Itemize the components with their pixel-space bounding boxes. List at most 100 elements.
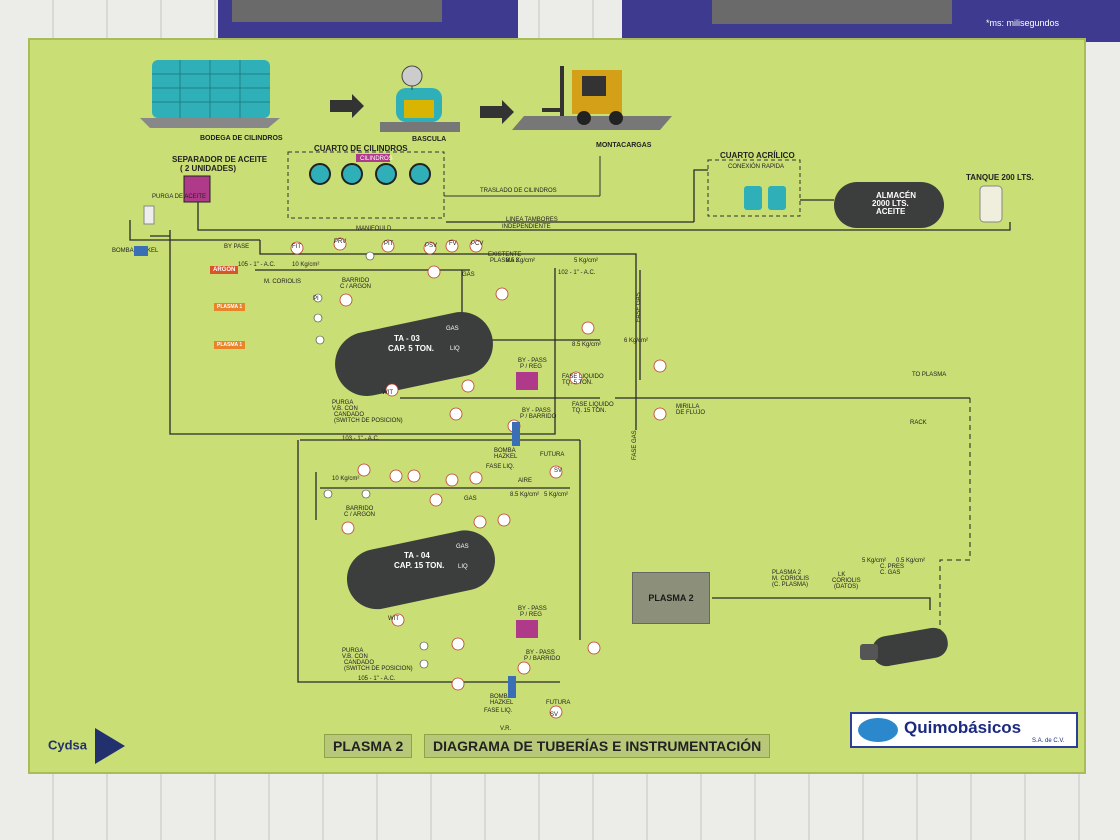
bomba-hazkel3-icon — [512, 422, 520, 446]
coriolis-label: M. CORIOLIS — [264, 279, 301, 285]
bodega-label: BODEGA DE CILINDROS — [200, 135, 283, 142]
bypass-label: BY - PASS — [518, 358, 547, 364]
pit-label: PIT — [384, 241, 394, 247]
purga-tank-icon — [143, 205, 155, 225]
traslado-label: TRASLADO DE CILINDROS — [480, 188, 557, 194]
rack-label: RACK — [910, 420, 927, 426]
coriolis2-label: CORIOLIS — [832, 578, 861, 584]
bypass2-label: BY - PASS — [522, 408, 551, 414]
bomba-label: BOMBA — [494, 448, 516, 454]
instrument-balloons — [290, 237, 667, 719]
purga2-label: PURGA — [342, 648, 363, 654]
vb-con2-label: V.B. CON — [342, 654, 368, 660]
tq5-label: TQ. 5 TON. — [562, 380, 593, 386]
to-plasma-label: TO PLASMA — [912, 372, 946, 378]
fase-liquido-label: FASE LIQUIDO — [562, 374, 604, 380]
plasma2-coriolis-label: PLASMA 2 — [772, 570, 802, 576]
cylinder-row — [309, 163, 431, 185]
kg6-label: 6 Kg/cm² — [624, 338, 648, 344]
cilindros-label: CILINDROS — [360, 156, 393, 162]
existente-plasma2-label: PLASMA 2 — [490, 258, 520, 264]
bomba2-label: BOMBA — [490, 694, 512, 700]
ac102-label: 102 - 1" - A.C. — [558, 270, 596, 276]
quimobasicos-logo: Quimobásicos S.A. de C.V. — [850, 712, 1078, 748]
montacargas-label: MONTACARGAS — [596, 142, 652, 149]
conexion-rapida-label: CONEXIÓN RAPIDA — [728, 163, 784, 170]
arrow-right-icon — [480, 100, 514, 124]
cydsa-triangle-icon — [94, 728, 125, 764]
mirilla-label: MIRILLA — [676, 404, 699, 410]
p-barrido-label: P / BARRIDO — [520, 414, 557, 420]
scale-icon — [380, 65, 460, 132]
kg10-label: 10 Kg/cm² — [292, 262, 319, 268]
wit2-label: WIT — [388, 616, 399, 622]
hazkel-label: HAZKEL — [494, 454, 518, 460]
existente-label: EXISTENTE — [488, 252, 521, 258]
prv-label: PRV — [334, 239, 346, 245]
barrido-label: BARRIDO — [342, 278, 370, 284]
aire-label: AIRE — [518, 478, 532, 484]
separador-units-label: ( 2 UNIDADES) — [180, 164, 236, 173]
pi-gauges — [313, 251, 429, 669]
plasma2-c-plasma-label: (C. PLASMA) — [772, 582, 808, 588]
almacen-label: ALMACÉN — [876, 191, 916, 200]
cydsa-logo: Cydsa — [48, 728, 125, 764]
quimobasicos-globe-icon — [858, 718, 898, 742]
cuarto-cilindros-label: CUARTO DE CILINDROS — [314, 144, 408, 153]
bomba-hazkel2-icon — [508, 676, 516, 698]
ta03-gas-label: GAS — [446, 326, 459, 332]
c-argon2-label: C / ARGON — [344, 512, 375, 518]
pi-label: PI — [313, 296, 319, 302]
cuarto-cilindros-box — [287, 151, 445, 219]
fit-label: FIT — [292, 244, 301, 250]
lk-label: LK — [838, 572, 845, 578]
cuarto-acrilico-label: CUARTO ACRÍLICO — [720, 151, 795, 160]
ta04-capacity: CAP. 15 TON. — [394, 561, 444, 570]
cilindros-tag — [356, 154, 390, 162]
quimobasicos-text: Quimobásicos — [904, 718, 1022, 737]
quimobasicos-sub: S.A. de C.V. — [1032, 738, 1065, 744]
p-reg-label: P / REG — [520, 364, 542, 370]
ac105b-label: 105 - 1" - A.C. — [358, 676, 396, 682]
candado2-label: CANDADO — [344, 660, 374, 666]
arrow-right-icon — [330, 94, 364, 118]
cuarto-acrilico-box — [707, 159, 801, 217]
tq15-label: TQ. 15 TON. — [572, 408, 606, 414]
fase-gas-label: FASE GAS — [636, 292, 642, 322]
kg5-plasma-label: 5 Kg/cm² — [862, 558, 886, 564]
futura-label: FUTURA — [540, 452, 564, 458]
candado-label: CANDADO — [334, 412, 364, 418]
linea-tambores-label: LINEA TAMBORES — [506, 217, 558, 223]
fase-gas2-label: FASE GAS — [632, 430, 638, 460]
pcv-label: PCV — [471, 241, 483, 247]
vb-con-label: V.B. CON — [332, 406, 358, 412]
kg05-label: 0.5 Kg/cm² — [896, 558, 925, 564]
ac103-label: 103 - 1" - A.C. — [342, 436, 380, 442]
ac105-label: 105 - 1" - A.C. — [238, 262, 276, 268]
manifould-label: MANIFOULD — [356, 226, 392, 232]
ta03-liq-label: LIQ — [450, 346, 460, 352]
switch2-label: (SWITCH DE POSICION) — [344, 666, 413, 672]
cylinder-stack-icon — [140, 60, 280, 128]
plasma1b-tag: PLASMA 1 — [214, 341, 246, 349]
hazkel2-label: HAZKEL — [490, 700, 514, 706]
ta04-liq-label: LIQ — [458, 564, 468, 570]
plasma2-title: PLASMA 2 — [324, 734, 413, 758]
gas2-label: GAS — [464, 496, 477, 502]
c-argon-label: C / ARGON — [340, 284, 371, 290]
vr-label: V.R. — [500, 726, 511, 732]
ta03-capacity: CAP. 5 TON. — [388, 344, 434, 353]
datos-label: (DATOS) — [834, 584, 858, 590]
psv-label: PSV — [425, 243, 437, 249]
independiente-label: INDEPENDIENTE — [502, 224, 551, 230]
bypass-reg2-icon — [516, 620, 538, 638]
ta04-gas-label: GAS — [456, 544, 469, 550]
cydsa-text: Cydsa — [48, 737, 88, 753]
by-pase-label: BY PASE — [224, 244, 249, 250]
bascula-label: BASCULA — [412, 136, 446, 143]
tanque-200-icon — [979, 185, 1003, 223]
argon-tag: ARGON — [210, 266, 239, 274]
forklift-icon — [512, 66, 672, 130]
barrido2-label: BARRIDO — [346, 506, 374, 512]
tanque-label: TANQUE 200 LTS. — [966, 173, 1034, 182]
